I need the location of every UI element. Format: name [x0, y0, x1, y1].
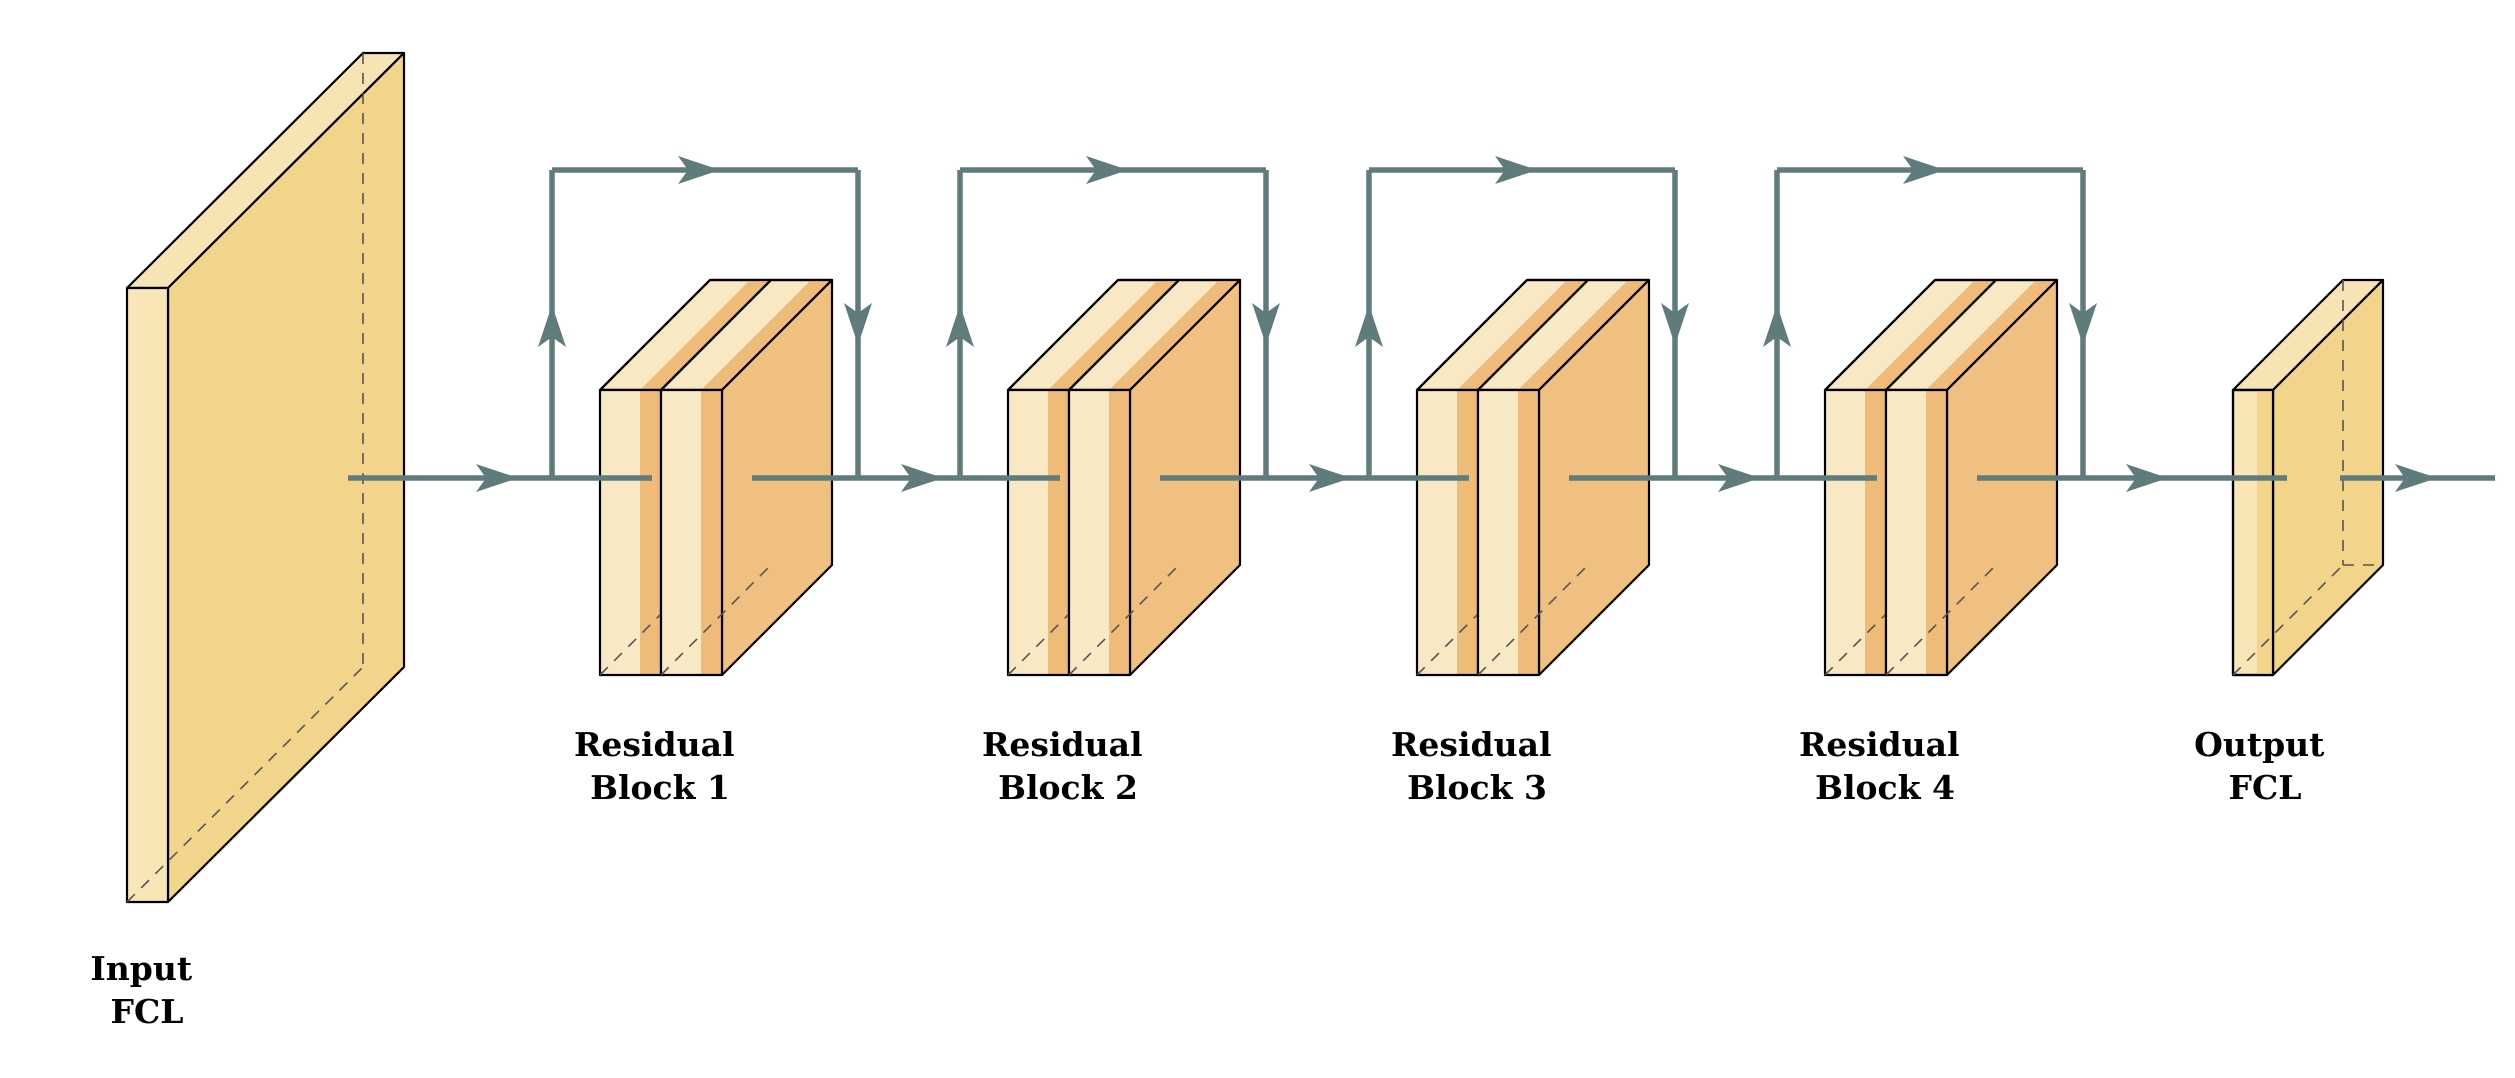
- arrow-after-block3: [1718, 464, 1760, 492]
- block2-label-line1: Residual: [982, 725, 1143, 764]
- skip-arrow-right-block4: [1903, 156, 1945, 184]
- block-top-band: [1865, 280, 1996, 390]
- block3-label: Residual Block 3: [1391, 725, 1563, 807]
- skip-arrow-down-block2: [1252, 303, 1280, 345]
- output-fcl-front-edge: [2231, 388, 2275, 677]
- block4-label-line2: Block 4: [1815, 768, 1955, 807]
- residual-block-4: [1823, 278, 2059, 677]
- block4-layer-2: [1884, 278, 2059, 677]
- skip-arrow-up-block3: [1355, 305, 1383, 347]
- arrow-after-block4: [2126, 464, 2168, 492]
- block-front-edge: [1884, 388, 1949, 677]
- input-hidden-edge-5: [126, 666, 364, 903]
- block3-label-line1: Residual: [1391, 725, 1552, 764]
- output-fcl-layer: [2231, 278, 2385, 677]
- block-hidden-edge: [1068, 564, 1180, 676]
- block-hidden-edge: [660, 564, 772, 676]
- block-front-band: [1518, 390, 1539, 675]
- arrow-input-to-block1: [476, 464, 518, 492]
- block-top-band: [640, 280, 771, 390]
- skip-arrow-down-block1: [844, 303, 872, 345]
- residual-block-3: [1415, 278, 1651, 677]
- block1-layer-2: [659, 278, 834, 677]
- block1-label-line1: Residual: [574, 725, 735, 764]
- block-front-band: [1926, 390, 1947, 675]
- block-front-edge: [1476, 388, 1541, 677]
- block3-label-line2: Block 3: [1407, 768, 1547, 807]
- arrow-after-block2: [1309, 464, 1351, 492]
- skip-arrow-right-block3: [1495, 156, 1537, 184]
- input-fcl-layer: [125, 51, 406, 904]
- skip-arrow-right-block2: [1086, 156, 1128, 184]
- block-top-band: [701, 280, 832, 390]
- block-hidden-edge: [1885, 564, 1997, 676]
- residual-block-2: [1006, 278, 1242, 677]
- input-fcl-front: [125, 286, 170, 904]
- skip-arrow-up-block1: [538, 305, 566, 347]
- residual-block-1: [598, 278, 834, 677]
- output-fcl-band: [2257, 390, 2273, 675]
- block1-label: Residual Block 1: [574, 725, 746, 807]
- block-top-band: [1457, 280, 1588, 390]
- block2-label: Residual Block 2: [982, 725, 1154, 807]
- output-hidden-edge: [2232, 564, 2344, 676]
- block-front-band: [1109, 390, 1130, 675]
- block-front-band: [640, 390, 661, 675]
- block-top-band: [1926, 280, 2057, 390]
- block-front-band: [1048, 390, 1069, 675]
- skip-arrow-down-block3: [1661, 303, 1689, 345]
- block-front-band: [1865, 390, 1886, 675]
- input-label-line1: Input: [90, 949, 192, 988]
- arrow-output: [2395, 464, 2437, 492]
- output-fcl-label: Output FCL: [2194, 725, 2336, 807]
- block-front-band: [701, 390, 722, 675]
- block-top-band: [1048, 280, 1179, 390]
- arrow-after-block1: [901, 464, 943, 492]
- block-front-edge: [1067, 388, 1132, 677]
- block4-label: Residual Block 4: [1799, 725, 1971, 807]
- block-hidden-edge: [1477, 564, 1589, 676]
- block-front-edge: [659, 388, 724, 677]
- skip-arrow-up-block4: [1763, 305, 1791, 347]
- block-top-band: [1518, 280, 1649, 390]
- block2-label-line2: Block 2: [998, 768, 1138, 807]
- block4-label-line1: Residual: [1799, 725, 1960, 764]
- output-label-line1: Output: [2194, 725, 2325, 764]
- block-front-band: [1457, 390, 1478, 675]
- output-label-line2: FCL: [2229, 768, 2302, 807]
- block1-label-line2: Block 1: [590, 768, 730, 807]
- skip-arrow-up-block2: [946, 305, 974, 347]
- input-fcl-label: Input FCL: [90, 949, 203, 1031]
- block-top-band: [1109, 280, 1240, 390]
- skip-arrow-right-block1: [678, 156, 720, 184]
- skip-arrow-down-block4: [2069, 303, 2097, 345]
- input-label-line2: FCL: [111, 992, 184, 1031]
- connections: [348, 156, 2495, 492]
- residual-blocks: [598, 278, 2059, 677]
